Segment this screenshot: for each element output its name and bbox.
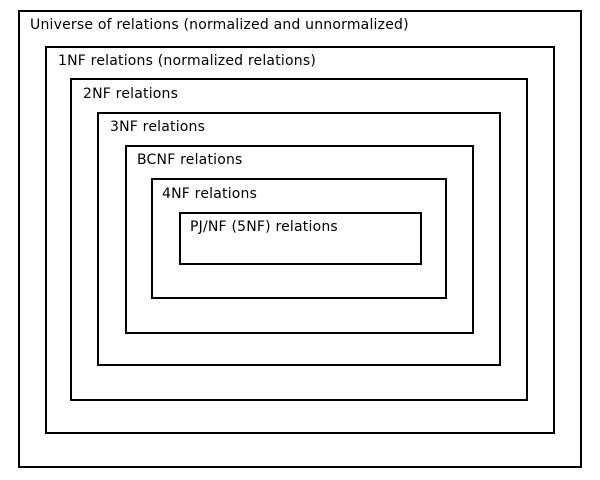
label-pjnf: PJ/NF (5NF) relations bbox=[190, 219, 338, 235]
label-2nf: 2NF relations bbox=[83, 86, 179, 102]
label-1nf: 1NF relations (normalized relations) bbox=[58, 53, 316, 69]
box-universe bbox=[18, 10, 582, 468]
box-pjnf bbox=[179, 212, 422, 265]
box-1nf bbox=[45, 46, 555, 434]
box-bcnf bbox=[125, 145, 474, 334]
label-4nf: 4NF relations bbox=[162, 186, 258, 202]
label-bcnf: BCNF relations bbox=[137, 152, 243, 168]
label-3nf: 3NF relations bbox=[110, 119, 206, 135]
label-universe: Universe of relations (normalized and un… bbox=[30, 17, 409, 33]
box-4nf bbox=[151, 178, 447, 299]
box-2nf bbox=[70, 78, 528, 401]
box-3nf bbox=[97, 112, 501, 366]
